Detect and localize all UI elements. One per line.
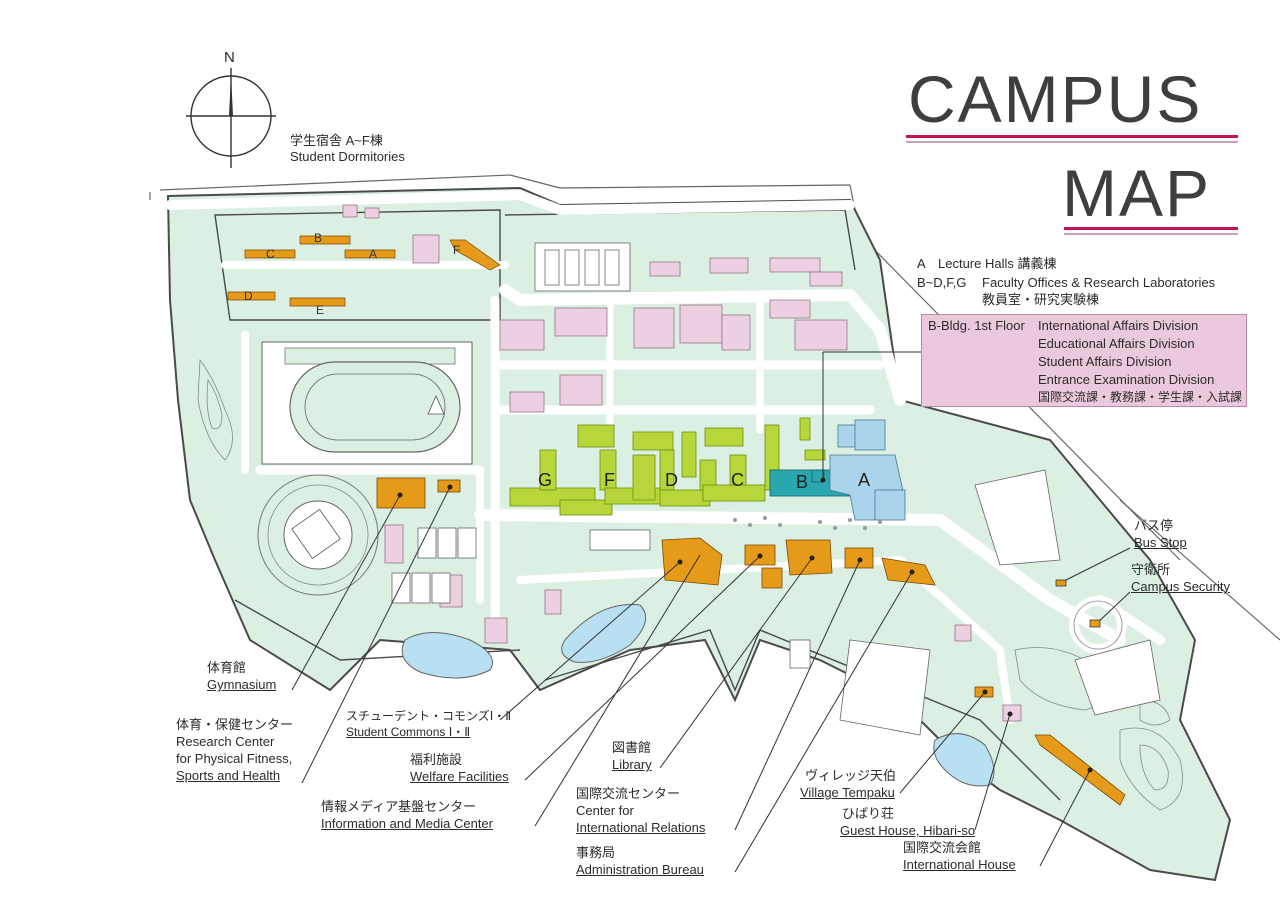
village-label-en: Village Tempaku — [800, 785, 895, 800]
security-icon — [1089, 619, 1101, 628]
building-letter-a: A — [858, 470, 871, 490]
intl-center-jp: 国際交流センター — [576, 786, 681, 801]
welfare-label-en: Welfare Facilities — [410, 769, 509, 784]
dorm-label-jp: 学生宿舎 A~F棟 — [290, 133, 383, 148]
legend-bdfg-code: B~D,F,G — [917, 275, 967, 290]
title-line1: CAMPUS — [908, 62, 1203, 136]
dorm-letter-f: F — [453, 243, 461, 257]
research-center-jp: 体育・保健センター — [176, 717, 294, 732]
ponds — [401, 603, 995, 787]
a-building — [829, 419, 906, 521]
intl-center-en1: Center for — [576, 803, 634, 818]
white-buildings — [391, 242, 1161, 736]
library-label-jp: 図書館 — [612, 740, 652, 755]
compass-icon — [186, 68, 276, 168]
info-jp: 国際交流課・教務課・学生課・入試課 — [1038, 390, 1243, 404]
b-building-info-box: B-Bldg. 1st Floor International Affairs … — [921, 314, 1247, 407]
dorm-letter-d: D — [244, 289, 253, 303]
info-line-4: Entrance Examination Division — [1038, 372, 1215, 387]
gym-label-en: Gymnasium — [207, 677, 277, 692]
dorm-letter-b: B — [314, 231, 323, 245]
leader-dots — [397, 477, 1093, 773]
media-label-en: Information and Media Center — [321, 816, 493, 831]
gym-label-jp: 体育館 — [207, 660, 247, 675]
info-line-3: Student Affairs Division — [1038, 354, 1172, 369]
dorm-letter-a: A — [369, 247, 378, 261]
village-label-jp: ヴィレッジ天伯 — [805, 768, 897, 783]
research-center-en1: Research Center — [176, 734, 275, 749]
compass-north: N — [224, 49, 235, 66]
title-bar-2b — [1064, 233, 1238, 235]
title-line2: MAP — [1062, 156, 1212, 230]
intl-house-en: International House — [903, 857, 1016, 872]
legend-bdfg-text: Faculty Offices & Research Laboratories — [982, 275, 1216, 290]
road-network — [165, 189, 1165, 724]
building-letter-d: D — [665, 470, 678, 490]
admin-label-en: Administration Bureau — [576, 862, 704, 877]
dorm-label-en: Student Dormitories — [290, 149, 405, 164]
bus-stop-jp: バス停 — [1134, 518, 1174, 533]
dormitory-buildings — [227, 235, 501, 307]
building-letter-c: C — [731, 470, 744, 490]
security-jp: 守衛所 — [1131, 562, 1171, 577]
commons-label-en: Student Commons Ⅰ・Ⅱ — [346, 725, 471, 739]
guest-label-jp: ひばり荘 — [842, 806, 895, 821]
building-letter-f: F — [604, 470, 615, 490]
legend-a-text: Lecture Halls 講義棟 — [938, 256, 1057, 271]
title-bar-1 — [906, 135, 1238, 138]
plaza — [733, 516, 882, 530]
welfare-label-jp: 福利施設 — [410, 752, 463, 767]
title-bar-1b — [906, 141, 1238, 143]
building-letter-b: B — [796, 472, 809, 492]
leader-lines — [291, 351, 1131, 873]
library-label-en: Library — [612, 757, 652, 772]
title-bar-2 — [1064, 227, 1238, 230]
research-center-en3: Sports and Health — [176, 768, 281, 783]
guest-label-en: Guest House, Hibari-so — [840, 823, 976, 838]
athletic-field — [261, 341, 473, 465]
commons-label-jp: スチューデント・コモンズⅠ・Ⅱ — [346, 709, 512, 723]
bus-stop-icon — [1055, 579, 1067, 587]
dorm-letter-e: E — [316, 303, 325, 317]
intl-house-jp: 国際交流会館 — [903, 840, 982, 855]
security-en: Campus Security — [1131, 579, 1230, 594]
legend-bdfg-jp: 教員室・研究実験棟 — [982, 292, 1100, 307]
info-line-1: International Affairs Division — [1038, 318, 1199, 333]
bus-stop-en: Bus Stop — [1134, 535, 1187, 550]
dorm-letter-c: C — [266, 247, 275, 261]
info-line-2: Educational Affairs Division — [1038, 336, 1195, 351]
info-heading: B-Bldg. 1st Floor — [928, 318, 1025, 333]
building-letter-g: G — [538, 470, 553, 490]
media-label-jp: 情報メディア基盤センター — [321, 799, 477, 814]
intl-center-en2: International Relations — [576, 820, 706, 835]
admin-label-jp: 事務局 — [576, 845, 616, 860]
research-center-en2: for Physical Fitness, — [176, 751, 293, 766]
faculty-buildings — [509, 417, 826, 516]
legend-a-code: A — [917, 256, 926, 271]
